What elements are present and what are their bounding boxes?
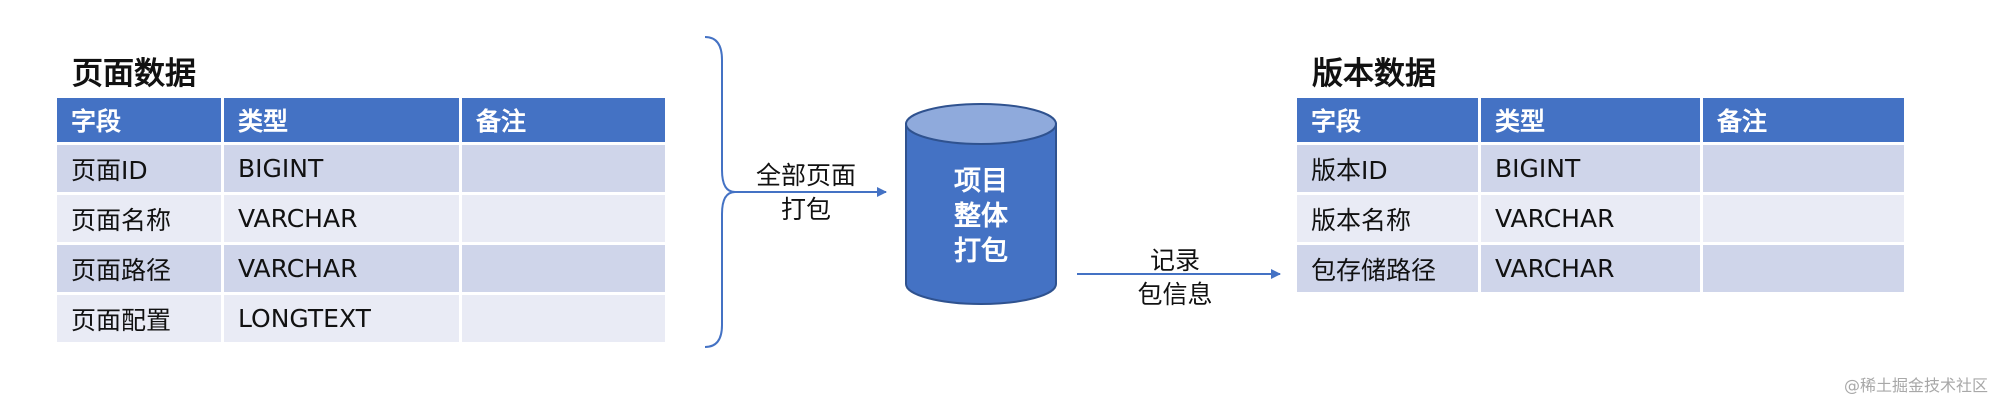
cell-type: VARCHAR [224, 195, 462, 245]
column-header-field: 字段 [1297, 98, 1481, 145]
version-data-table: 字段 类型 备注 版本ID BIGINT 版本名称 VARCHAR 包存储路径 … [1297, 98, 1904, 295]
cell-note [462, 295, 665, 345]
table-row: 页面路径 VARCHAR [57, 245, 665, 295]
record-info-label-line2: 包信息 [1137, 280, 1213, 309]
pack-all-label: 全部页面 打包 [736, 159, 876, 227]
cell-field: 页面配置 [57, 295, 224, 345]
cell-field: 版本名称 [1297, 195, 1481, 245]
pack-all-label-line2: 打包 [780, 195, 831, 224]
cell-note [1703, 145, 1904, 195]
table-header-row: 字段 类型 备注 [57, 98, 665, 145]
table-row: 包存储路径 VARCHAR [1297, 245, 1904, 295]
cell-field: 页面ID [57, 145, 224, 195]
cell-note [1703, 245, 1904, 295]
curly-brace [704, 36, 736, 348]
cell-type: VARCHAR [1481, 195, 1703, 245]
cylinder-label-line2: 整体 [954, 201, 1008, 232]
cell-type: BIGINT [1481, 145, 1703, 195]
cell-note [462, 145, 665, 195]
cell-type: VARCHAR [224, 245, 462, 295]
cell-note [462, 245, 665, 295]
cell-type: BIGINT [224, 145, 462, 195]
column-header-note: 备注 [462, 98, 665, 145]
table-header-row: 字段 类型 备注 [1297, 98, 1904, 145]
watermark: @稀土掘金技术社区 [1843, 376, 1988, 395]
column-header-type: 类型 [1481, 98, 1703, 145]
record-info-label-line1: 记录 [1149, 246, 1200, 275]
column-header-note: 备注 [1703, 98, 1904, 145]
column-header-type: 类型 [224, 98, 462, 145]
record-info-label: 记录 包信息 [1115, 244, 1235, 312]
left-table-title: 页面数据 [72, 56, 196, 92]
table-row: 版本名称 VARCHAR [1297, 195, 1904, 245]
cylinder-label: 项目 整体 打包 [921, 164, 1041, 269]
database-cylinder [905, 103, 1057, 305]
cell-type: VARCHAR [1481, 245, 1703, 295]
cylinder-label-line1: 项目 [954, 166, 1008, 197]
cell-field: 页面路径 [57, 245, 224, 295]
table-row: 版本ID BIGINT [1297, 145, 1904, 195]
cell-note [1703, 195, 1904, 245]
cell-field: 包存储路径 [1297, 245, 1481, 295]
pack-all-label-line1: 全部页面 [755, 161, 856, 190]
table-row: 页面ID BIGINT [57, 145, 665, 195]
page-data-table: 字段 类型 备注 页面ID BIGINT 页面名称 VARCHAR 页面路径 V… [57, 98, 665, 345]
cylinder-label-line3: 打包 [954, 236, 1008, 267]
table-row: 页面配置 LONGTEXT [57, 295, 665, 345]
column-header-field: 字段 [57, 98, 224, 145]
cell-type: LONGTEXT [224, 295, 462, 345]
cell-field: 版本ID [1297, 145, 1481, 195]
cell-note [462, 195, 665, 245]
right-table-title: 版本数据 [1312, 56, 1436, 92]
table-row: 页面名称 VARCHAR [57, 195, 665, 245]
cell-field: 页面名称 [57, 195, 224, 245]
